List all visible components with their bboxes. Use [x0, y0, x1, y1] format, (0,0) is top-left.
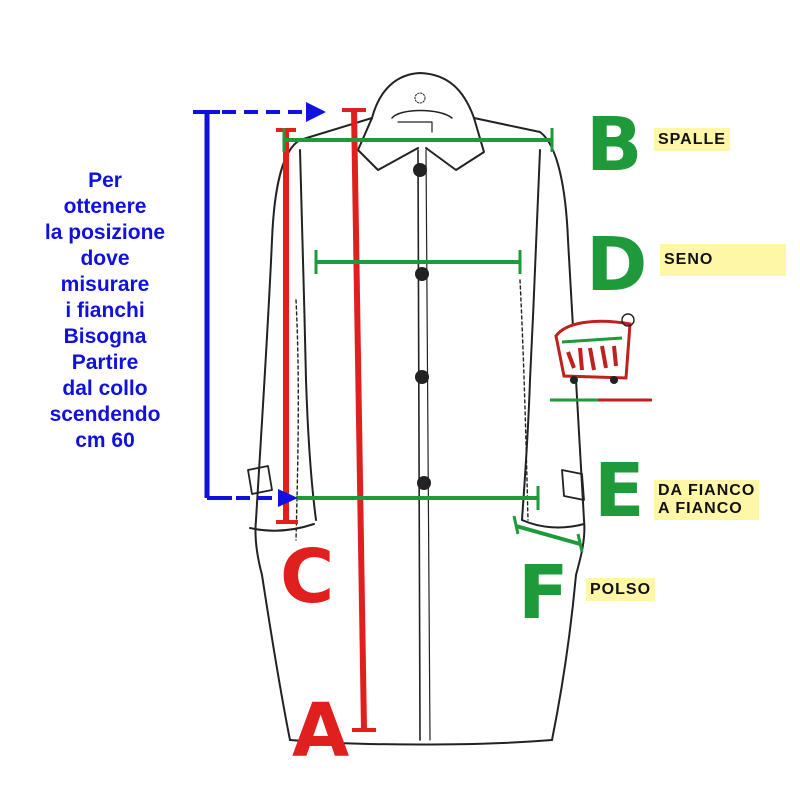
hip-position-instruction: Per ottenere la posizione dove misurare … — [44, 169, 166, 452]
label-da-fianco: DA FIANCO A FIANCO — [654, 480, 760, 520]
coat-right-edge — [473, 117, 586, 741]
arrow-right-icon — [278, 489, 298, 507]
coat-buttons — [413, 163, 431, 490]
arrow-right-icon — [306, 102, 326, 122]
shop-logo — [550, 313, 652, 402]
measure-a-line — [351, 109, 367, 731]
measure-f-line — [515, 524, 581, 546]
letter-c: C — [280, 534, 335, 620]
label-polso: POLSO — [586, 578, 656, 601]
collar-right — [425, 117, 485, 171]
letter-d: D — [586, 222, 648, 308]
collar-back — [371, 72, 475, 119]
coat-hem — [289, 739, 553, 746]
letter-b: B — [586, 102, 643, 188]
letter-e: E — [594, 448, 645, 534]
label-seno: SENO — [660, 244, 786, 276]
label-spalle: SPALLE — [654, 128, 730, 151]
letter-f: F — [518, 550, 569, 636]
collar-left — [357, 117, 419, 171]
letter-a: A — [292, 688, 350, 774]
